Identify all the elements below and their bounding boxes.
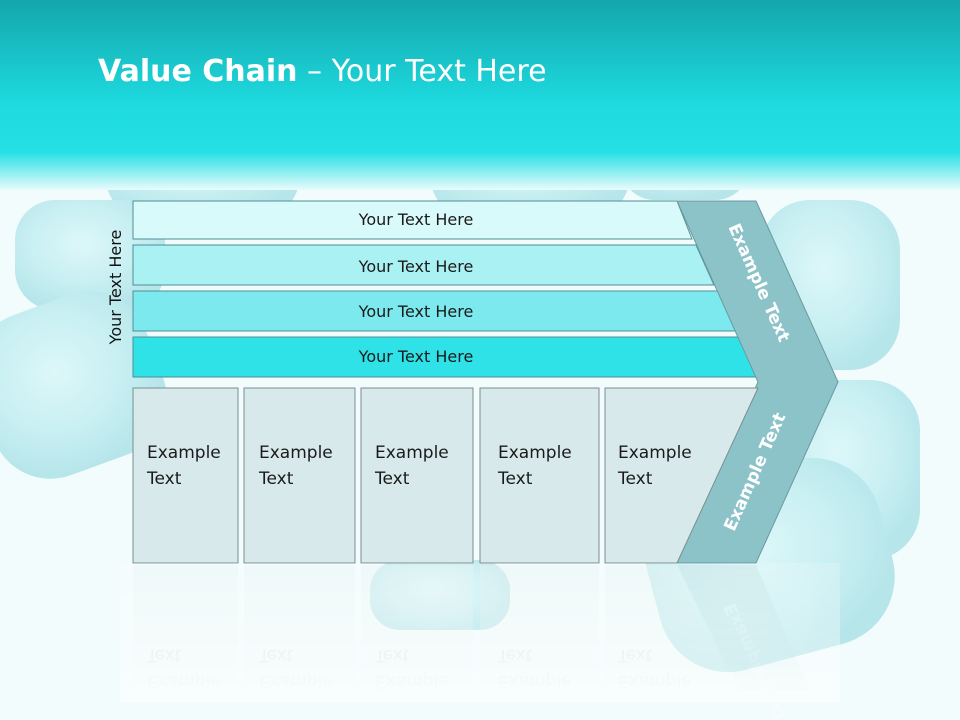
page-title: Value Chain – Your Text Here	[98, 54, 547, 89]
box-1	[132, 387, 239, 564]
box-4-line2: Text	[497, 469, 533, 489]
band-4-label: Your Text Here	[358, 347, 474, 366]
box-5-line2: Text	[617, 469, 653, 489]
box-3-line1: Example	[375, 443, 449, 463]
box-1-line1: Example	[147, 443, 221, 463]
band-1	[132, 200, 693, 240]
box-2-line2: Text	[258, 469, 294, 489]
box-1-line2: Text	[146, 469, 182, 489]
box-3-line2: Text	[374, 469, 410, 489]
box-5-line1: Example	[618, 443, 692, 463]
band-2-label: Your Text Here	[358, 257, 474, 276]
side-label: Your Text Here	[106, 230, 125, 346]
reflection-fade	[120, 563, 840, 703]
box-4	[479, 387, 600, 564]
title-rest: – Your Text Here	[297, 54, 547, 89]
box-2	[243, 387, 356, 564]
band-2	[132, 244, 715, 286]
band-1-label: Your Text Here	[358, 210, 474, 229]
band-group: Your Text Here Your Text Here Your Text …	[132, 200, 763, 378]
box-3	[360, 387, 474, 564]
band-3-label: Your Text Here	[358, 302, 474, 321]
box-2-line1: Example	[259, 443, 333, 463]
reflection: Example Text Example Text Example Text E…	[120, 563, 840, 720]
box-4-line1: Example	[498, 443, 572, 463]
title-bold: Value Chain	[98, 54, 298, 89]
box-group: Example Text Example Text Example Text E…	[132, 387, 759, 564]
